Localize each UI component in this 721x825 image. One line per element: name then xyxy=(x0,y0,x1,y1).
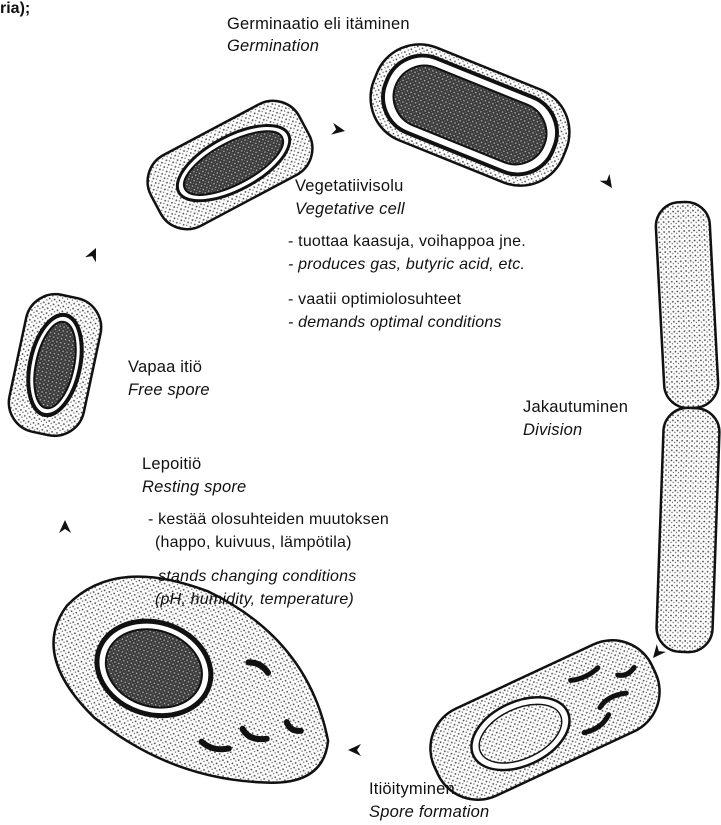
arrow-to-free-spore xyxy=(59,520,71,533)
vegetative-bullet-4: - demands optimal conditions xyxy=(288,313,502,333)
dividing-rod-lower xyxy=(656,407,720,653)
arrow-to-division xyxy=(600,174,617,192)
vegetative-label-en: Vegetative cell xyxy=(295,199,405,219)
arrow-to-vegetative xyxy=(331,123,346,137)
division-label-en: Division xyxy=(523,420,582,440)
mother-cell-with-spore xyxy=(27,550,362,808)
resting-spore-bullet-4: (pH, humidity, temperature) xyxy=(155,590,354,610)
resting-spore-bullet-1: - kestää olosuhteiden muutoksen xyxy=(148,510,389,530)
resting-spore-bullet-3: - stands changing conditions xyxy=(148,567,356,587)
resting-spore-bullet-2: (happo, kuivuus, lämpötila) xyxy=(155,533,352,553)
division-label-fi: Jakautuminen xyxy=(523,397,628,417)
dividing-rod-upper xyxy=(655,201,720,410)
vegetative-bullet-1: - tuottaa kaasuja, voihappoa jne. xyxy=(288,232,526,252)
arrow-to-resting-spore xyxy=(348,744,361,756)
spore-formation-label-fi: Itiöityminen xyxy=(369,779,455,799)
vegetative-bullet-3: - vaatii optimiolosuhteet xyxy=(288,290,461,310)
free-spore-label-fi: Vapaa itiö xyxy=(128,357,202,377)
free-spore-cell xyxy=(3,289,106,442)
free-spore-label-en: Free spore xyxy=(128,380,210,400)
resting-spore-label-fi: Lepoitiö xyxy=(142,454,201,474)
vegetative-cell xyxy=(357,30,584,199)
vegetative-label-fi: Vegetatiivisolu xyxy=(295,176,404,196)
vegetative-bullet-2: - produces gas, butyric acid, etc. xyxy=(288,255,525,275)
resting-spore-label-en: Resting spore xyxy=(142,477,246,497)
arrow-to-spore-formation xyxy=(648,644,666,662)
germination-label-fi: Germinaatio eli itäminen xyxy=(227,14,410,34)
arrow-to-germination xyxy=(85,245,101,262)
spore-formation-label-en: Spore formation xyxy=(369,802,489,822)
germination-label-en: Germination xyxy=(227,36,319,56)
